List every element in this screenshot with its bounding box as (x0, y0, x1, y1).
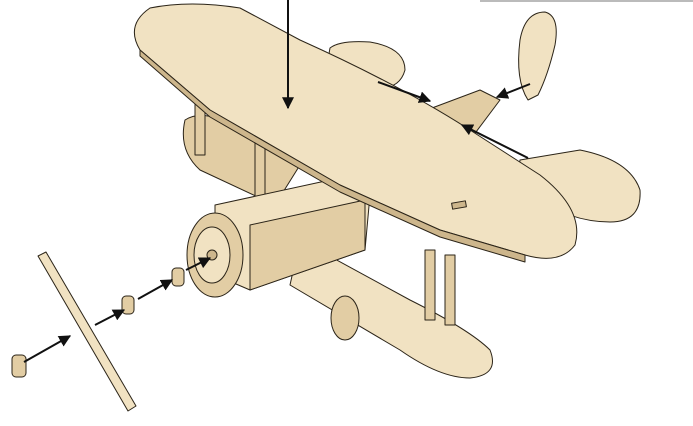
upper-wing-edge (139, 49, 526, 263)
arrow-washer-to-engine (185, 257, 212, 271)
washer-piece (171, 267, 185, 287)
wing-slot (451, 200, 467, 210)
arrow-spacer-to-washer (137, 279, 174, 300)
arrow-hub-to-propeller (23, 335, 72, 363)
strut-right-b (444, 254, 456, 326)
arrow-stabilizer-to-tail (377, 81, 432, 103)
propeller-hub-piece (11, 354, 27, 378)
arrow-fin-to-tail (495, 83, 531, 99)
propeller (37, 251, 137, 412)
spacer-piece (121, 295, 135, 315)
strut-right-a (424, 249, 436, 321)
arrow-propeller-to-spacer (94, 309, 126, 326)
arrow-tailplane-to-tail (460, 124, 529, 159)
wheel (330, 295, 360, 341)
fuselage-side (249, 199, 366, 291)
